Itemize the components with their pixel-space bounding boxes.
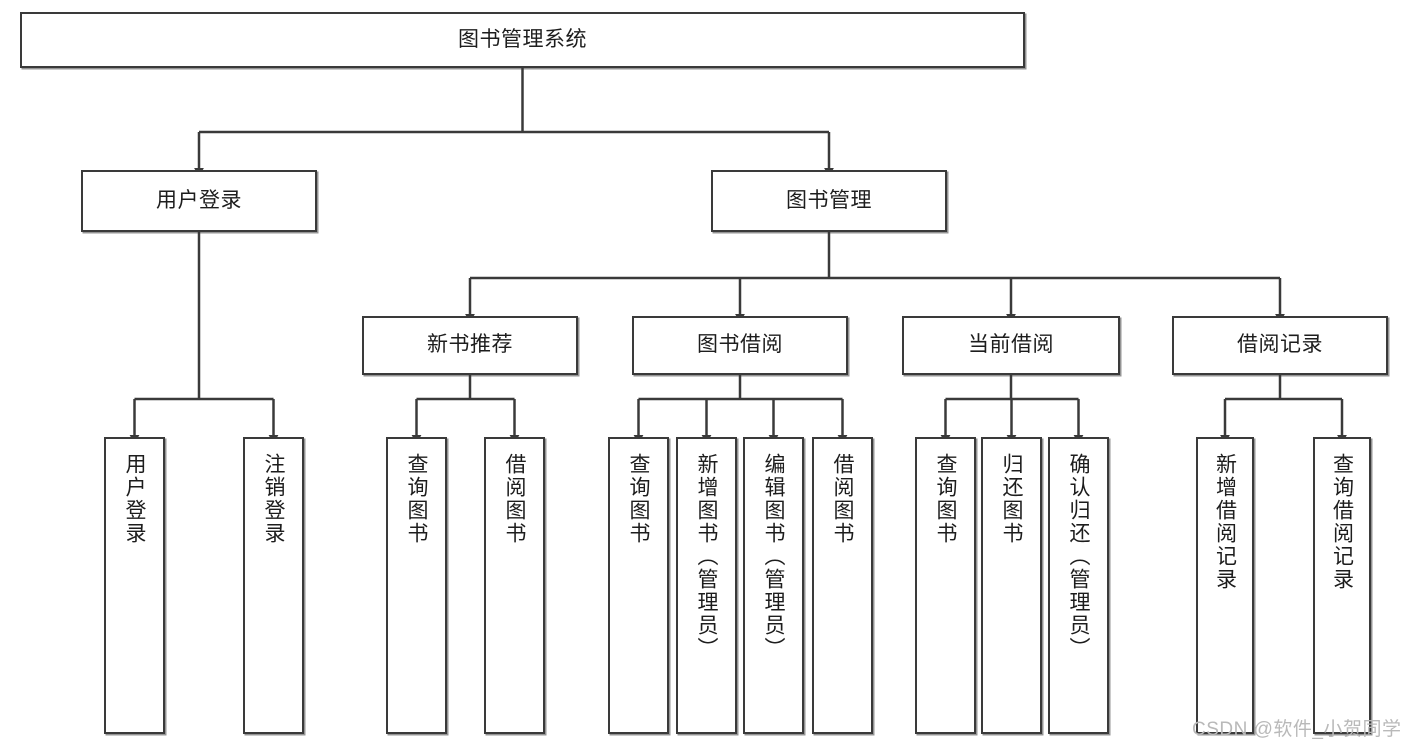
node-leaf-return-book[interactable]: 归还图书: [981, 437, 1042, 734]
node-leaf-borrow-book-2[interactable]: 借阅图书: [812, 437, 873, 734]
node-label: 借阅图书: [831, 453, 855, 545]
node-leaf-logout[interactable]: 注销登录: [243, 437, 304, 734]
node-label: 借阅图书: [503, 453, 527, 545]
node-label: 图书借阅: [697, 333, 783, 357]
node-label: 归还图书: [1000, 453, 1024, 545]
node-label: 当前借阅: [968, 333, 1054, 357]
node-leaf-query-book-2[interactable]: 查询图书: [608, 437, 669, 734]
node-leaf-add-record[interactable]: 新增借阅记录: [1196, 437, 1254, 734]
node-leaf-query-book-3[interactable]: 查询图书: [915, 437, 976, 734]
node-label: 新增图书（管理员）: [695, 453, 719, 660]
node-leaf-edit-book[interactable]: 编辑图书（管理员）: [743, 437, 804, 734]
node-label: 查询图书: [934, 453, 958, 545]
node-bookmgmt[interactable]: 图书管理: [711, 170, 947, 232]
node-label: 新书推荐: [427, 333, 513, 357]
node-newbook[interactable]: 新书推荐: [362, 316, 578, 375]
node-label: 用户登录: [123, 453, 147, 545]
node-leaf-user-login[interactable]: 用户登录: [104, 437, 165, 734]
node-records[interactable]: 借阅记录: [1172, 316, 1388, 375]
node-login[interactable]: 用户登录: [81, 170, 317, 232]
node-label: 图书管理系统: [458, 27, 587, 51]
node-leaf-confirm-return[interactable]: 确认归还（管理员）: [1048, 437, 1109, 734]
node-label: 新增借阅记录: [1213, 453, 1237, 591]
node-label: 编辑图书（管理员）: [762, 453, 786, 660]
node-leaf-query-record[interactable]: 查询借阅记录: [1313, 437, 1371, 734]
node-label: 查询借阅记录: [1330, 453, 1354, 591]
node-leaf-add-book[interactable]: 新增图书（管理员）: [676, 437, 737, 734]
node-label: 确认归还（管理员）: [1067, 453, 1091, 660]
node-root[interactable]: 图书管理系统: [20, 12, 1025, 68]
node-leaf-borrow-book-1[interactable]: 借阅图书: [484, 437, 545, 734]
node-label: 注销登录: [262, 453, 286, 545]
node-borrow[interactable]: 图书借阅: [632, 316, 848, 375]
node-label: 借阅记录: [1237, 333, 1323, 357]
node-label: 查询图书: [627, 453, 651, 545]
node-label: 图书管理: [786, 188, 872, 212]
connector-lines: [129, 68, 1347, 444]
node-label: 查询图书: [405, 453, 429, 545]
watermark-label: CSDN @软件_小贺同学: [1192, 719, 1402, 740]
node-leaf-query-book-1[interactable]: 查询图书: [386, 437, 447, 734]
node-label: 用户登录: [156, 188, 242, 212]
node-current[interactable]: 当前借阅: [902, 316, 1120, 375]
